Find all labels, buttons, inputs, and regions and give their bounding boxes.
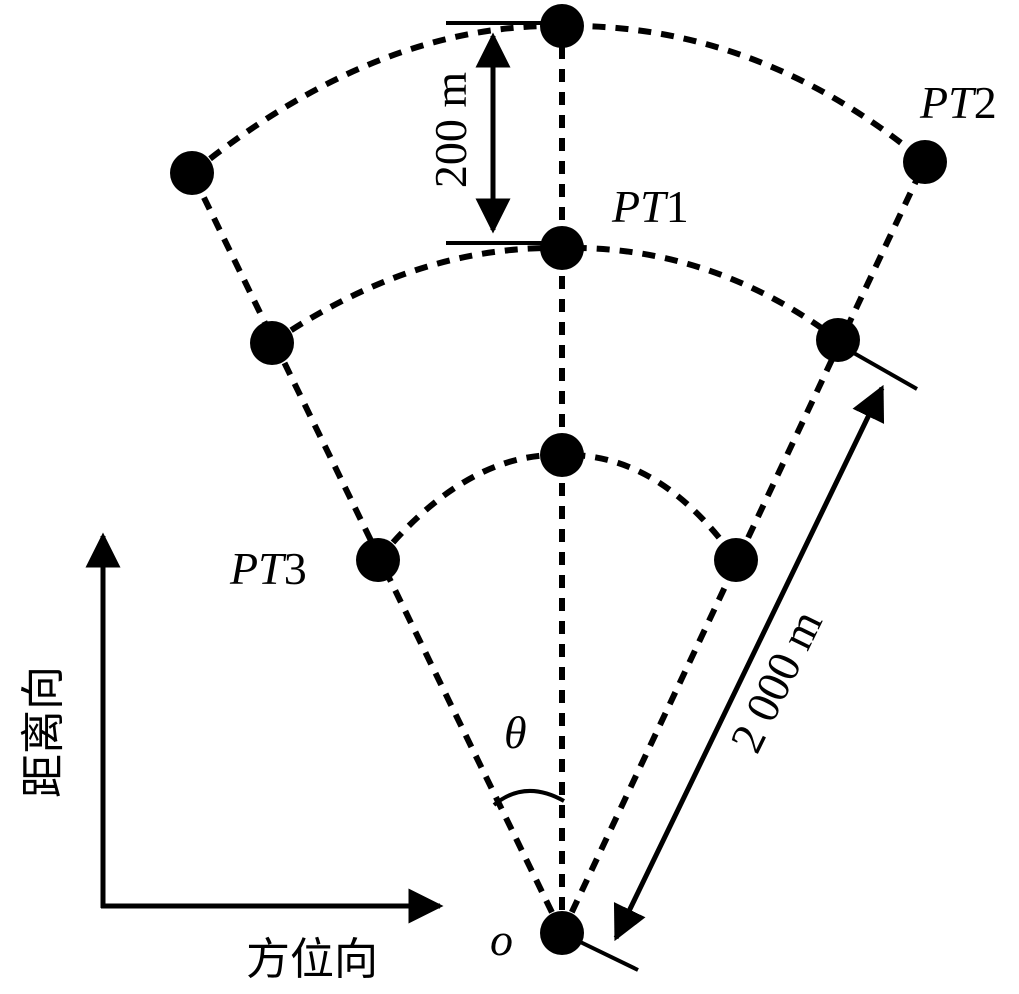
point-outer-left	[170, 151, 214, 195]
dim-200-label: 200 m	[425, 72, 476, 189]
dim-2000-arrow	[613, 384, 885, 942]
dim-2000-label: 2 000 m	[720, 602, 832, 760]
pt2-label: PT2	[919, 77, 997, 128]
pt1-label: PT1	[611, 181, 689, 232]
point-outer-center	[540, 4, 584, 48]
range-axis-label: 距离向	[18, 666, 69, 798]
azimuth-axis-label: 方位向	[246, 934, 378, 985]
point-inner-right	[714, 538, 758, 582]
dim-2000-tick-top	[844, 346, 918, 391]
range-arc-outer	[190, 22, 927, 176]
theta-label: θ	[504, 707, 527, 758]
point-middle-right	[816, 318, 860, 362]
point-pt1	[540, 226, 584, 270]
point-inner-center	[540, 433, 584, 477]
origin-label: o	[490, 914, 513, 965]
point-pt3	[356, 538, 400, 582]
point-origin	[540, 911, 584, 955]
dim-2000-tick-bottom	[569, 935, 639, 972]
pt3-label: PT3	[229, 543, 307, 594]
theta-arc	[492, 788, 565, 807]
point-middle-left	[250, 321, 294, 365]
point-pt2	[903, 140, 947, 184]
